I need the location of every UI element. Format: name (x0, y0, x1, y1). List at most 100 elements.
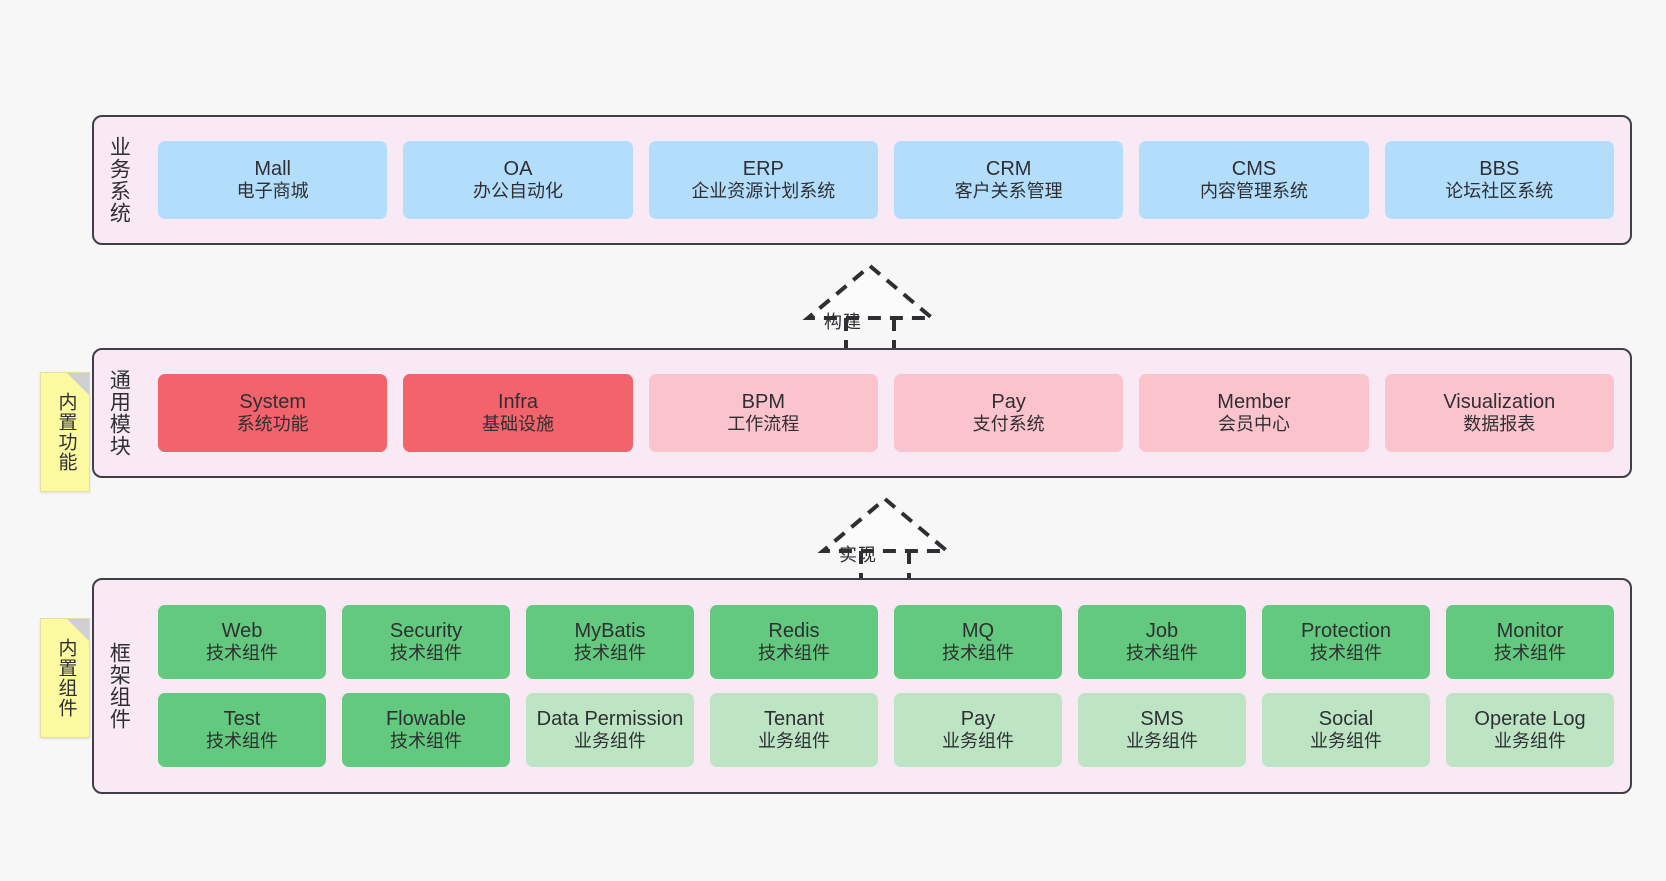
note-label: 内置功能 (55, 392, 77, 472)
layer-label-business-system: 业务系统 (107, 136, 131, 224)
card-row: Mall 电子商城 OA 办公自动化 ERP 企业资源计划系统 CRM 客户关系… (158, 141, 1614, 219)
card-subtitle: 企业资源计划系统 (691, 181, 836, 202)
card-security[interactable]: Security 技术组件 (342, 605, 510, 679)
connector-build-shape (802, 263, 938, 352)
connector-implement-label: 实现 (839, 545, 877, 565)
card-title: Job (1145, 620, 1179, 643)
card-subtitle: 基础设施 (481, 414, 554, 435)
card-bbs[interactable]: BBS 论坛社区系统 (1384, 141, 1614, 219)
card-title: SMS (1140, 708, 1184, 731)
card-title: Infra (497, 391, 538, 414)
layer-body-business-system: Mall 电子商城 OA 办公自动化 ERP 企业资源计划系统 CRM 客户关系… (142, 117, 1630, 243)
card-crm[interactable]: CRM 客户关系管理 (893, 141, 1124, 219)
card-cms[interactable]: CMS 内容管理系统 (1139, 141, 1369, 219)
card-subtitle: 客户关系管理 (954, 181, 1063, 202)
card-tenant[interactable]: Tenant 业务组件 (710, 693, 878, 767)
card-mybatis[interactable]: MyBatis 技术组件 (526, 605, 694, 679)
card-erp[interactable]: ERP 企业资源计划系统 (648, 141, 878, 219)
card-monitor[interactable]: Monitor 技术组件 (1446, 605, 1614, 679)
card-pay-module[interactable]: Pay 支付系统 (893, 374, 1124, 452)
card-title: BPM (741, 391, 785, 414)
card-data-permission[interactable]: Data Permission 业务组件 (526, 693, 694, 767)
card-protection[interactable]: Protection 技术组件 (1262, 605, 1430, 679)
card-test[interactable]: Test 技术组件 (158, 693, 326, 767)
card-job[interactable]: Job 技术组件 (1078, 605, 1246, 679)
card-subtitle: 业务组件 (574, 731, 646, 752)
card-subtitle: 技术组件 (1494, 643, 1566, 664)
card-subtitle: 电子商城 (236, 181, 309, 202)
card-subtitle: 业务组件 (1310, 731, 1382, 752)
card-subtitle: 技术组件 (390, 731, 462, 752)
card-operate-log[interactable]: Operate Log 业务组件 (1446, 693, 1614, 767)
note-label: 内置组件 (55, 638, 77, 718)
note-builtin-function[interactable]: 内置功能 (40, 372, 90, 492)
card-subtitle: 技术组件 (206, 731, 278, 752)
card-subtitle: 数据报表 (1463, 414, 1536, 435)
connector-implement: 实现 (805, 495, 965, 585)
card-title: Data Permission (536, 708, 684, 731)
card-pay-component[interactable]: Pay 业务组件 (894, 693, 1062, 767)
card-title: Tenant (763, 708, 825, 731)
card-subtitle: 技术组件 (390, 643, 462, 664)
layer-common-module[interactable]: 通用模块 System 系统功能 Infra 基础设施 BPM 工作流程 Pay… (92, 348, 1632, 478)
card-oa[interactable]: OA 办公自动化 (403, 141, 633, 219)
card-title: Pay (960, 708, 996, 731)
connector-implement-shape (817, 496, 953, 585)
card-row-business: Test 技术组件 Flowable 技术组件 Data Permission … (158, 693, 1614, 767)
card-web[interactable]: Web 技术组件 (158, 605, 326, 679)
card-title: Member (1217, 391, 1291, 414)
card-title: BBS (1479, 158, 1520, 181)
card-subtitle: 技术组件 (206, 643, 278, 664)
card-title: Protection (1300, 620, 1392, 643)
card-subtitle: 技术组件 (942, 643, 1014, 664)
card-member[interactable]: Member 会员中心 (1139, 374, 1369, 452)
card-title: OA (503, 158, 533, 181)
card-subtitle: 支付系统 (972, 414, 1045, 435)
layer-framework-component[interactable]: 框架组件 Web 技术组件 Security 技术组件 MyBatis 技术组件… (92, 578, 1632, 794)
card-subtitle: 办公自动化 (472, 181, 563, 202)
card-sms[interactable]: SMS 业务组件 (1078, 693, 1246, 767)
card-title: Flowable (385, 708, 467, 731)
card-redis[interactable]: Redis 技术组件 (710, 605, 878, 679)
layer-body-common-module: System 系统功能 Infra 基础设施 BPM 工作流程 Pay 支付系统… (142, 350, 1630, 476)
card-title: Visualization (1443, 391, 1556, 414)
layer-body-framework-component: Web 技术组件 Security 技术组件 MyBatis 技术组件 Redi… (142, 580, 1630, 792)
card-title: Test (223, 708, 261, 731)
card-subtitle: 工作流程 (727, 414, 800, 435)
layer-label-common-module: 通用模块 (107, 369, 131, 457)
card-subtitle: 会员中心 (1217, 414, 1290, 435)
card-title: CMS (1231, 158, 1277, 181)
card-mall[interactable]: Mall 电子商城 (158, 141, 388, 219)
card-subtitle: 业务组件 (1494, 731, 1566, 752)
card-system[interactable]: System 系统功能 (158, 374, 388, 452)
card-title: Web (221, 620, 263, 643)
card-title: Operate Log (1474, 708, 1586, 731)
card-subtitle: 业务组件 (758, 731, 830, 752)
card-title: Monitor (1496, 620, 1564, 643)
card-title: ERP (742, 158, 784, 181)
card-title: Mall (254, 158, 291, 181)
card-title: Social (1318, 708, 1374, 731)
connector-build-label: 构建 (824, 312, 862, 332)
connector-build: 构建 (790, 262, 950, 352)
card-title: Pay (991, 391, 1026, 414)
note-builtin-component[interactable]: 内置组件 (40, 618, 90, 738)
card-row-technical: Web 技术组件 Security 技术组件 MyBatis 技术组件 Redi… (158, 605, 1614, 679)
card-social[interactable]: Social 业务组件 (1262, 693, 1430, 767)
card-title: System (239, 391, 306, 414)
card-bpm[interactable]: BPM 工作流程 (648, 374, 878, 452)
card-infra[interactable]: Infra 基础设施 (403, 374, 633, 452)
card-subtitle: 论坛社区系统 (1445, 181, 1554, 202)
card-subtitle: 技术组件 (574, 643, 646, 664)
card-row: System 系统功能 Infra 基础设施 BPM 工作流程 Pay 支付系统… (158, 374, 1614, 452)
card-subtitle: 业务组件 (942, 731, 1014, 752)
card-subtitle: 技术组件 (1310, 643, 1382, 664)
card-flowable[interactable]: Flowable 技术组件 (342, 693, 510, 767)
card-mq[interactable]: MQ 技术组件 (894, 605, 1062, 679)
card-title: Redis (768, 620, 820, 643)
card-subtitle: 内容管理系统 (1199, 181, 1308, 202)
layer-business-system[interactable]: 业务系统 Mall 电子商城 OA 办公自动化 ERP 企业资源计划系统 CRM… (92, 115, 1632, 245)
card-title: Security (389, 620, 463, 643)
card-visualization[interactable]: Visualization 数据报表 (1384, 374, 1614, 452)
